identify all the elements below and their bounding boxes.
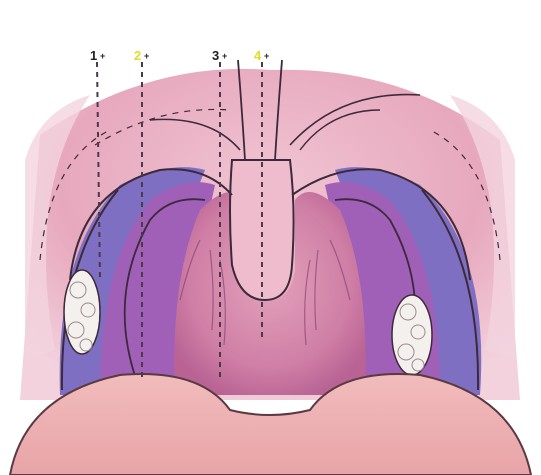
marker-3-label: 3 xyxy=(212,48,219,63)
marker-4-plus-icon: + xyxy=(264,51,269,61)
marker-2: 2 + xyxy=(134,48,149,63)
left-tonsil xyxy=(64,270,100,354)
marker-1-label: 1 xyxy=(90,48,97,63)
marker-2-label: 2 xyxy=(134,48,141,63)
marker-2-plus-icon: + xyxy=(144,51,149,61)
marker-3-plus-icon: + xyxy=(222,51,227,61)
right-tonsil xyxy=(392,295,432,375)
marker-1: 1 + xyxy=(90,48,105,63)
marker-4-label: 4 xyxy=(254,48,262,63)
uvula xyxy=(230,160,294,300)
marker-4: 4 + xyxy=(254,48,269,63)
marker-3: 3 + xyxy=(212,48,227,63)
marker-1-plus-icon: + xyxy=(100,51,105,61)
